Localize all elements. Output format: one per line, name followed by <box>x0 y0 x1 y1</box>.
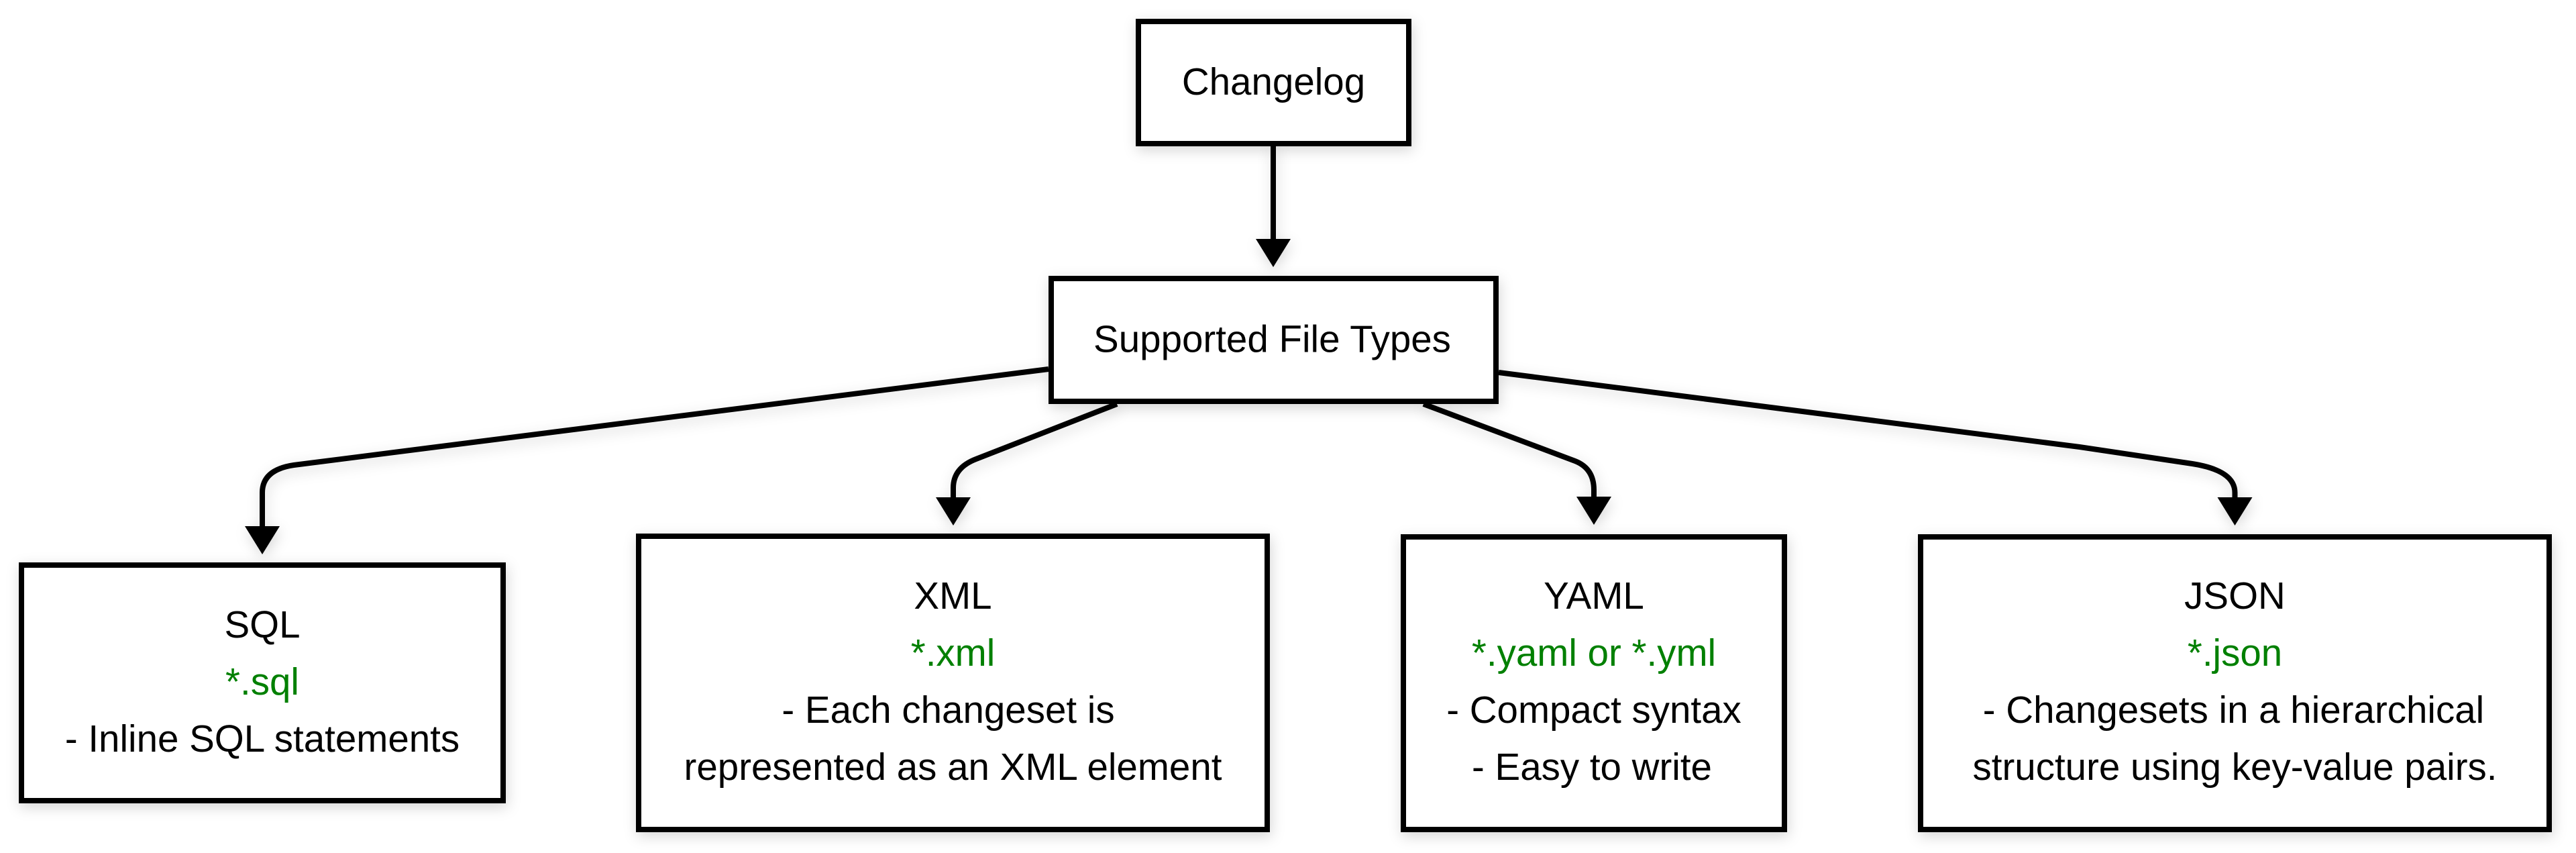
svg-text:XML: XML <box>914 574 991 617</box>
svg-text:YAML: YAML <box>1544 574 1644 617</box>
svg-text:represented as an XML element: represented as an XML element <box>684 746 1222 788</box>
svg-text:*.yaml or *.yml: *.yaml or *.yml <box>1472 632 1716 674</box>
svg-text:- Inline SQL statements: - Inline SQL statements <box>65 717 460 760</box>
svg-text:- Easy to write: - Easy to write <box>1472 746 1712 788</box>
svg-text:Supported File Types: Supported File Types <box>1093 318 1451 360</box>
svg-text:JSON: JSON <box>2184 574 2286 617</box>
svg-text:- Compact syntax: - Compact syntax <box>1446 689 1741 731</box>
svg-text:*.json: *.json <box>2188 632 2282 674</box>
svg-text:*.xml: *.xml <box>911 632 996 674</box>
svg-text:*.sql: *.sql <box>225 660 299 703</box>
svg-text:structure using key-value pair: structure using key-value pairs. <box>1973 746 2498 788</box>
svg-text:- Each changeset is: - Each changeset is <box>782 689 1114 731</box>
svg-text:Changelog: Changelog <box>1182 60 1365 103</box>
svg-text:SQL: SQL <box>224 603 300 646</box>
svg-text:- Changesets in a hierarchical: - Changesets in a hierarchical <box>1983 689 2484 731</box>
